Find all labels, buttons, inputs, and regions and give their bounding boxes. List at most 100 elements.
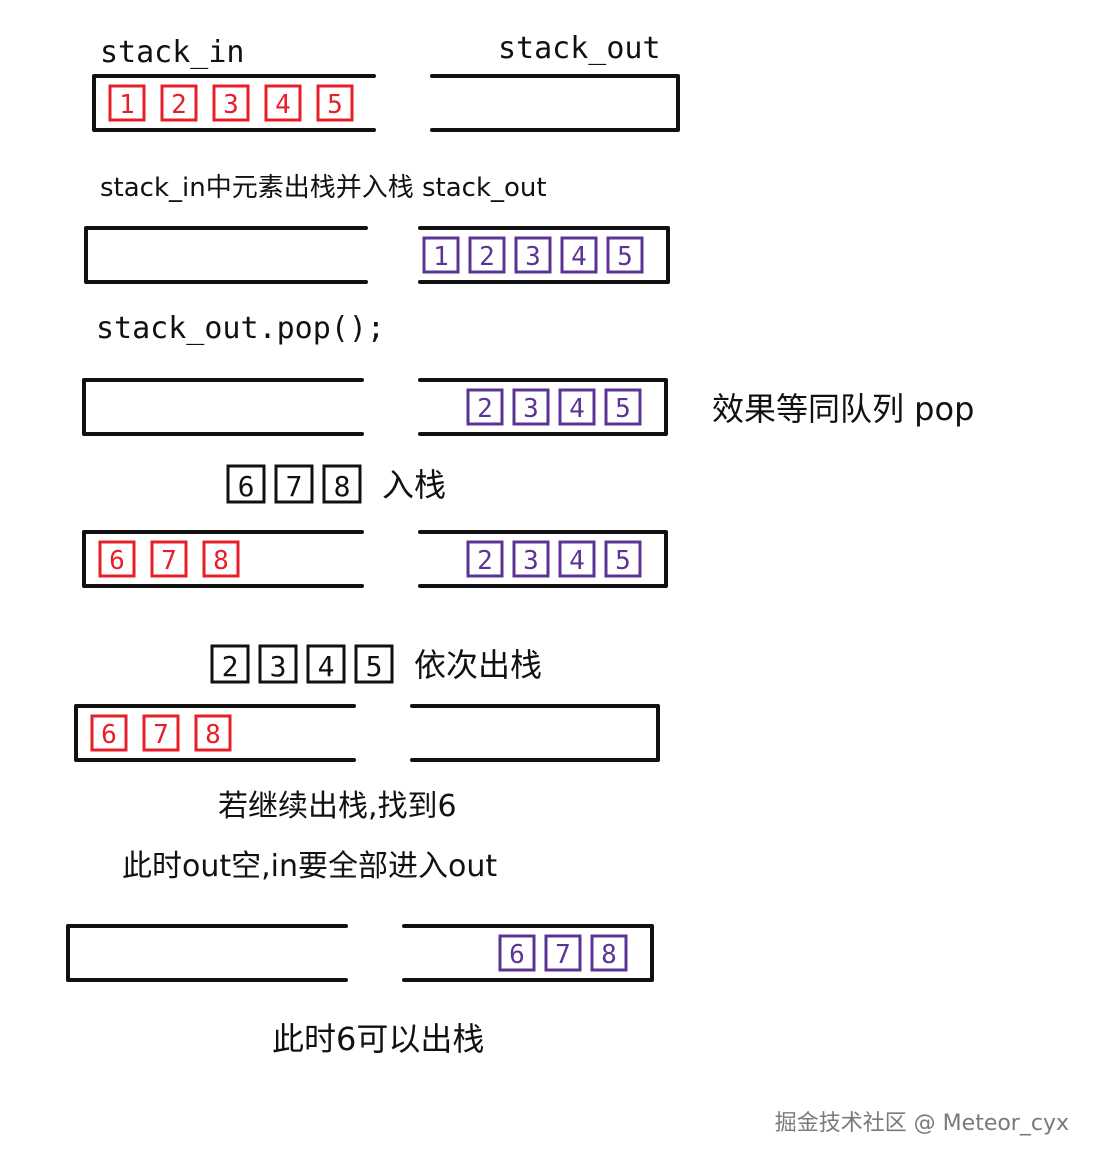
- stack-in-item-frame: [142, 714, 180, 752]
- caption-number-frame: [274, 464, 314, 504]
- stack-out-box: [418, 378, 668, 436]
- step2-caption: stack_out.pop();: [96, 311, 385, 346]
- stack-in-item: 3: [223, 90, 239, 120]
- stack-out-box: [418, 226, 670, 284]
- stack-out-item: 4: [569, 546, 585, 576]
- stack-out-item: 6: [509, 940, 525, 970]
- stack-out-item-frame: [544, 934, 582, 972]
- stack-out-item: 2: [477, 546, 493, 576]
- stack-out-item: 5: [617, 242, 633, 272]
- stack-out-box: [418, 530, 668, 588]
- stack-out-item-frame: [558, 388, 596, 426]
- stack-out-item: 3: [523, 394, 539, 424]
- stage-1: 1 2 3 4 5: [92, 74, 680, 132]
- caption-number-frame: [258, 644, 298, 684]
- stage-5: 6 7 8: [74, 704, 660, 762]
- stack-out-item: 8: [601, 940, 617, 970]
- stack-out-item-frame: [590, 934, 628, 972]
- stack-in-item-frame: [150, 540, 188, 578]
- stack-out-item: 3: [523, 546, 539, 576]
- stack-in-item: 5: [327, 90, 343, 120]
- stack-out-item: 4: [569, 394, 585, 424]
- step6-caption: 此时6可以出栈: [272, 1020, 484, 1058]
- caption-number: 2: [222, 650, 239, 683]
- stack-out-item: 4: [571, 242, 587, 272]
- stack-out-item: 5: [615, 394, 631, 424]
- stack-out-box: [402, 924, 654, 982]
- stack-in-box: [84, 226, 368, 284]
- stack-in-item: 7: [153, 720, 169, 750]
- stack-out-box: [410, 704, 660, 762]
- stack-out-item: 5: [615, 546, 631, 576]
- stack-in-box: [92, 74, 376, 132]
- stack-in-box: [82, 530, 364, 588]
- caption-number: 3: [270, 650, 287, 683]
- stack-in-item-frame: [316, 84, 354, 122]
- stack-out-box: [430, 74, 680, 132]
- stack-in-item-frame: [212, 84, 250, 122]
- stack-out-item-frame: [512, 388, 550, 426]
- caption-number-frame: [210, 644, 250, 684]
- stack-in-box: [74, 704, 356, 762]
- stack-out-item: 7: [555, 940, 571, 970]
- watermark: 掘金技术社区 @ Meteor_cyx: [774, 1111, 1069, 1136]
- stack-out-item-frame: [422, 236, 460, 274]
- stack-out-item-frame: [560, 236, 598, 274]
- step5b-caption: 此时out空,in要全部进入out: [122, 849, 497, 884]
- stack-out-item-frame: [514, 236, 552, 274]
- caption-number: 4: [318, 650, 335, 683]
- caption-number: 6: [238, 470, 255, 503]
- step1-caption: stack_in中元素出栈并入栈 stack_out: [100, 173, 547, 203]
- stack-out-item-frame: [558, 540, 596, 578]
- step5a-caption: 若继续出栈,找到6: [218, 789, 457, 824]
- stack-out-item: 2: [479, 242, 495, 272]
- stack-in-item-frame: [202, 540, 240, 578]
- stack-in-label: stack_in: [100, 35, 245, 70]
- stack-out-item-frame: [466, 540, 504, 578]
- stack-in-item: 4: [275, 90, 291, 120]
- caption-number: 8: [334, 470, 351, 503]
- stack-in-item-frame: [160, 84, 198, 122]
- pop-note: 效果等同队列 pop: [712, 390, 974, 428]
- stack-out-item-frame: [498, 934, 536, 972]
- stack-out-item: 3: [525, 242, 541, 272]
- stack-in-item: 6: [101, 720, 117, 750]
- step4-tail-text: 依次出栈: [414, 646, 542, 684]
- stack-out-item-frame: [466, 388, 504, 426]
- stack-out-item-frame: [606, 236, 644, 274]
- stack-in-item: 2: [171, 90, 187, 120]
- stack-out-item: 1: [433, 242, 449, 272]
- stack-out-label: stack_out: [498, 31, 661, 66]
- caption-number-frame: [306, 644, 346, 684]
- caption-number: 5: [366, 650, 383, 683]
- stack-out-item: 2: [477, 394, 493, 424]
- stack-in-box: [82, 378, 364, 436]
- stack-out-item-frame: [468, 236, 506, 274]
- stack-in-item: 8: [205, 720, 221, 750]
- stack-out-item-frame: [604, 388, 642, 426]
- stack-out-item-frame: [512, 540, 550, 578]
- caption-number-frame: [226, 464, 266, 504]
- stack-in-item: 7: [161, 546, 177, 576]
- stack-in-item-frame: [264, 84, 302, 122]
- stack-in-item-frame: [108, 84, 146, 122]
- step3-tail-text: 入栈: [382, 466, 446, 504]
- caption-number-frame: [322, 464, 362, 504]
- stack-in-item: 6: [109, 546, 125, 576]
- caption-number-frame: [354, 644, 394, 684]
- stack-in-item-frame: [194, 714, 232, 752]
- stack-in-item: 8: [213, 546, 229, 576]
- caption-number: 7: [286, 470, 303, 503]
- stack-in-item: 1: [119, 90, 135, 120]
- stack-in-item-frame: [98, 540, 136, 578]
- stack-in-box: [66, 924, 348, 982]
- stack-out-item-frame: [604, 540, 642, 578]
